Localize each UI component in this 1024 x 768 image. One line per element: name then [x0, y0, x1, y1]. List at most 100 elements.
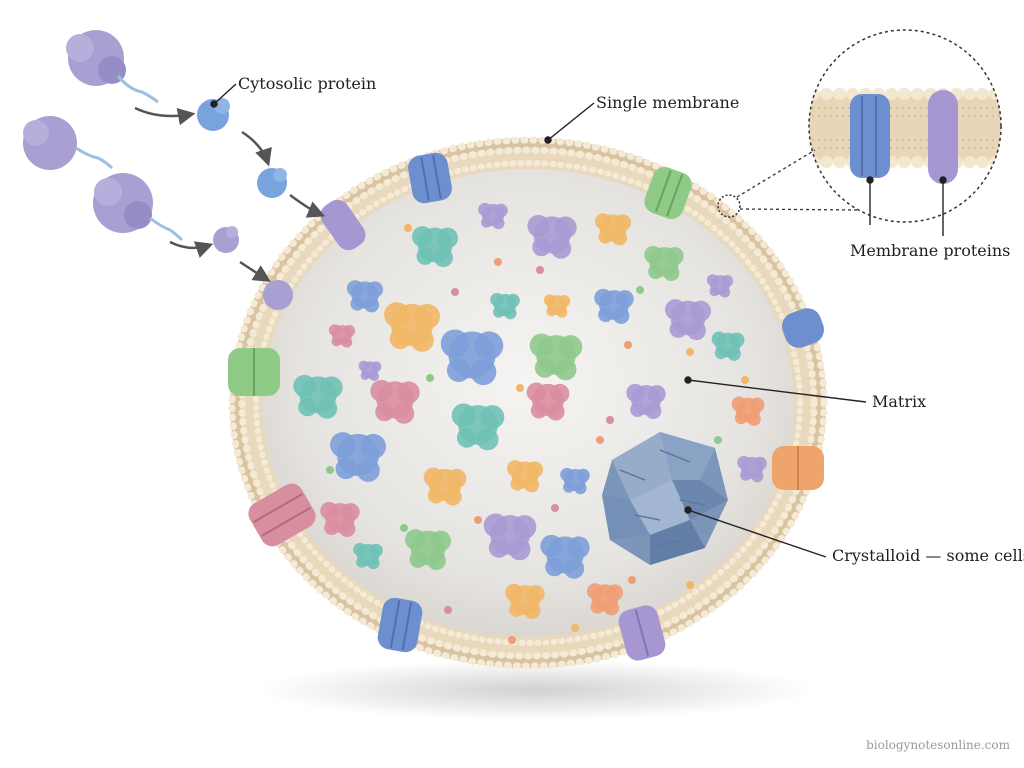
leader-matrix: [687, 379, 867, 403]
matrix-particle: [404, 224, 412, 232]
membrane-protein-orange-right: [772, 446, 824, 490]
matrix-protein-cluster: [540, 534, 590, 579]
matrix-particle: [714, 436, 722, 444]
label-single-membrane: Single membrane: [596, 93, 740, 112]
membrane-inset: [808, 29, 1002, 223]
matrix-particle: [508, 636, 516, 644]
cytosolic-protein-large-3: [93, 173, 184, 242]
zoom-line-1: [736, 149, 816, 198]
matrix-protein-cluster: [423, 467, 467, 506]
matrix-protein-cluster: [543, 294, 571, 318]
cytosolic-protein-importing: [263, 280, 293, 310]
matrix-protein-cluster: [328, 324, 356, 348]
matrix-particle: [516, 384, 524, 392]
matrix-protein-cluster: [346, 280, 384, 313]
import-arrow-1: [134, 106, 196, 126]
matrix-particle: [536, 266, 544, 274]
leader-crystalloid: [687, 509, 827, 558]
import-arrow-4: [289, 193, 326, 218]
matrix-proteins: [293, 202, 767, 644]
matrix-particle: [571, 624, 579, 632]
matrix-protein-cluster: [664, 299, 712, 341]
matrix-particle: [636, 286, 644, 294]
leader-single-membrane: [547, 102, 595, 141]
matrix-protein-cluster: [594, 288, 634, 324]
matrix-protein-cluster: [483, 513, 537, 561]
matrix-protein-cluster: [644, 245, 684, 281]
leader-lines: [210, 83, 947, 558]
matrix-protein-cluster: [526, 382, 570, 421]
matrix-particle: [444, 606, 452, 614]
matrix-particle: [628, 576, 636, 584]
matrix-particle: [686, 581, 694, 589]
matrix-protein-cluster: [478, 202, 508, 230]
matrix-protein-cluster: [353, 542, 383, 570]
label-cytosolic-protein: Cytosolic protein: [238, 74, 377, 93]
matrix-particle: [400, 524, 408, 532]
matrix-protein-cluster: [370, 379, 420, 424]
import-arrow-2: [241, 130, 272, 167]
import-arrow-5: [239, 260, 271, 282]
inset-protein-blue: [850, 94, 890, 178]
matrix-protein-cluster: [527, 214, 577, 259]
matrix-protein-cluster: [706, 274, 734, 298]
label-matrix: Matrix: [872, 392, 927, 411]
zoom-line-2: [739, 208, 861, 211]
matrix-protein-cluster: [404, 529, 452, 571]
membrane-protein-blue-bottom: [377, 597, 423, 653]
matrix-protein-cluster: [490, 292, 520, 320]
membrane-protein-set: [228, 152, 825, 661]
matrix-particle: [551, 504, 559, 512]
matrix-protein-cluster: [731, 396, 765, 426]
cytosolic-protein-large-1: [66, 30, 159, 104]
matrix-particle: [426, 374, 434, 382]
matrix-protein-cluster: [293, 374, 343, 419]
membrane-protein-pink-left: [248, 483, 316, 547]
cytosolic-protein-small-1: [197, 98, 230, 131]
matrix-protein-cluster: [529, 333, 583, 381]
organelle-shadow: [255, 660, 815, 720]
matrix-particle: [451, 288, 459, 296]
membrane-protein-green-top: [644, 166, 692, 220]
matrix-particle: [624, 341, 632, 349]
matrix-particle: [741, 376, 749, 384]
matrix-particle: [474, 516, 482, 524]
inset-protein-purple: [928, 90, 958, 184]
membrane-protein-blue-right: [781, 308, 825, 348]
membrane-protein-purple-bottom: [618, 605, 666, 661]
matrix-particle: [596, 436, 604, 444]
membrane-protein-green-left: [228, 348, 280, 396]
membrane-protein-purple-import: [320, 199, 366, 251]
matrix-protein-cluster: [451, 403, 505, 451]
cytosolic-proteins: [23, 30, 293, 310]
label-crystalloid: Crystalloid — some cells: [832, 546, 1024, 565]
cytosolic-protein-small-3: [213, 226, 239, 253]
cytosolic-protein-small-2: [257, 168, 287, 198]
matrix-particle: [606, 416, 614, 424]
matrix-protein-cluster: [505, 583, 545, 619]
matrix-protein-cluster: [560, 467, 590, 495]
membrane-protein-blue-top: [408, 152, 452, 204]
crystalloid: [602, 432, 728, 565]
matrix-protein-cluster: [737, 455, 767, 483]
matrix-protein-cluster: [711, 331, 745, 361]
zoom-circle: [717, 194, 741, 218]
matrix-protein-cluster: [506, 460, 544, 493]
matrix-protein-cluster: [330, 432, 386, 482]
matrix-protein-cluster: [384, 302, 440, 352]
import-arrows: [134, 106, 326, 282]
import-arrow-3: [169, 240, 214, 258]
matrix-protein-cluster: [586, 583, 624, 616]
matrix-protein-cluster: [594, 213, 632, 246]
leader-cytosolic: [213, 83, 237, 105]
matrix-particle: [494, 258, 502, 266]
matrix-particle: [686, 348, 694, 356]
matrix-protein-cluster: [358, 360, 382, 382]
matrix-protein-cluster: [320, 501, 360, 537]
matrix-protein-cluster: [411, 226, 459, 268]
watermark: biologynotesonline.com: [866, 738, 1010, 752]
label-membrane-proteins: Membrane proteins: [850, 241, 1011, 260]
matrix-protein-cluster: [626, 383, 666, 419]
cytosolic-protein-large-2: [23, 116, 114, 170]
